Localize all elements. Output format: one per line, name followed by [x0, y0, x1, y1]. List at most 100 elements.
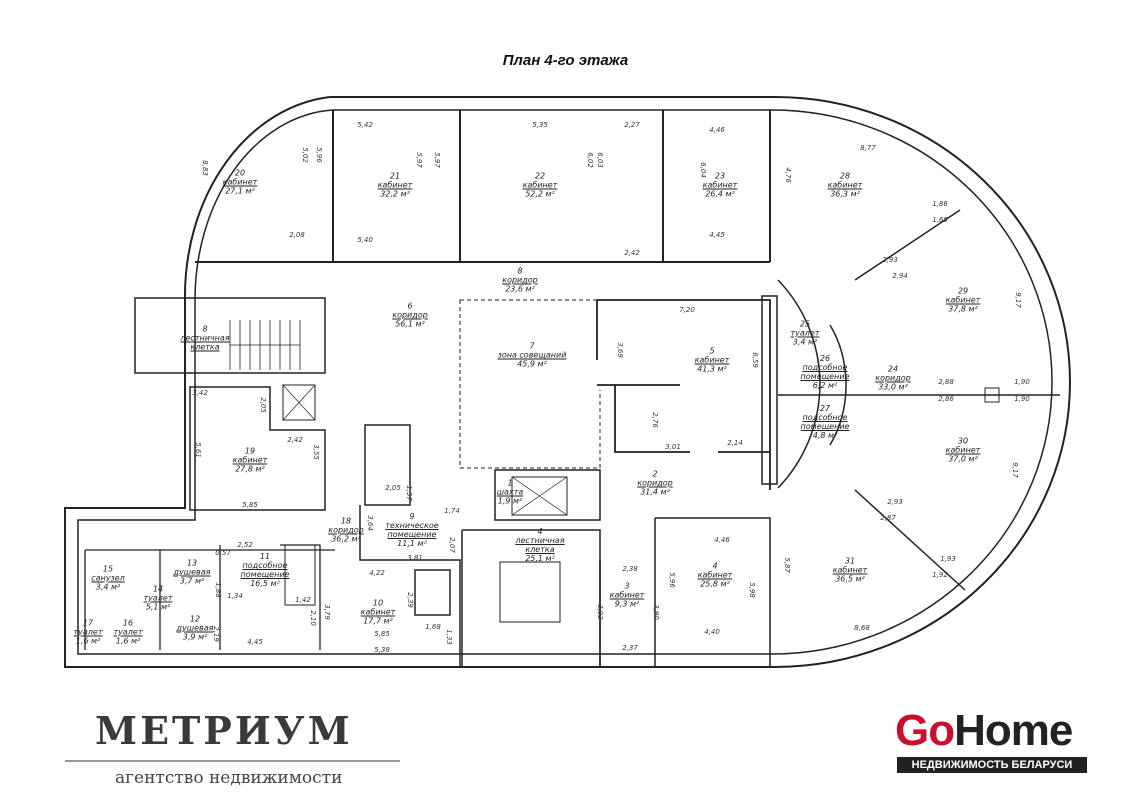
dimension-label: 5,87: [783, 557, 791, 573]
dimension-label: 1,33: [445, 629, 453, 645]
room-area: 25,8 м²: [700, 579, 730, 589]
room-num: 5: [709, 346, 715, 356]
room-num: 26: [819, 354, 831, 363]
dimension-label: 5,02: [301, 147, 309, 163]
room-area: 1,9 м²: [497, 496, 523, 506]
room-area: 27,1 м²: [225, 186, 255, 196]
room-num: 18: [340, 516, 352, 526]
room-name: кабинет: [945, 445, 981, 455]
room-area: 36,5 м²: [835, 574, 865, 584]
dimension-label: 1,93: [940, 555, 956, 563]
dimension-label: 5,85: [242, 501, 258, 509]
dimension-label: 1,86: [932, 200, 948, 208]
room-area: 26,4 м²: [705, 189, 735, 199]
room-name: кабинет: [609, 590, 645, 600]
dimension-label: 5,96: [315, 147, 323, 163]
dimension-label: 2,05: [385, 484, 401, 492]
room-num: 13: [186, 558, 198, 568]
room-num: 23: [714, 171, 726, 181]
room-name: кабинет: [945, 295, 981, 305]
room-area: 23,6 м²: [505, 284, 535, 294]
dimension-label: 2,42: [624, 249, 640, 257]
dimension-label: 7,20: [679, 306, 695, 314]
room-area: 5,1 м²: [145, 602, 171, 612]
room-num: 22: [534, 171, 546, 181]
dimension-label: 2,38: [622, 565, 638, 573]
room-num: 2: [652, 469, 658, 479]
room-area: 31,4 м²: [640, 487, 670, 497]
dimension-label: 9,17: [1014, 292, 1022, 308]
room-num: 7: [529, 341, 535, 351]
dimension-label: 3,55: [312, 444, 320, 460]
room-num: 17: [82, 618, 94, 628]
dimension-label: 2,05: [259, 397, 267, 413]
room-num: 8: [202, 324, 208, 334]
room-area: 25,1 м²: [525, 554, 555, 563]
room-name: лестничная клетка: [180, 333, 230, 352]
dimension-label: 8,68: [854, 624, 870, 632]
room-num: 20: [234, 168, 246, 178]
dimension-label: 3,79: [323, 604, 331, 620]
room-area: 3,4 м²: [792, 337, 818, 347]
dimension-label: 3,64: [366, 515, 374, 531]
dimension-label: 2,08: [289, 231, 305, 239]
room-num: 16: [122, 618, 134, 628]
room-area: 16,5 м²: [250, 579, 280, 588]
dimension-label: 8,77: [860, 144, 876, 152]
room-name: туалет: [790, 328, 820, 338]
dimension-label: 5,97: [433, 152, 441, 168]
dimension-label: 1,90: [1014, 378, 1030, 386]
dimension-label: 3,92: [596, 604, 604, 620]
dimension-label: 5,40: [357, 236, 373, 244]
dimension-label: 3,01: [665, 443, 681, 451]
dimension-label: 4,45: [247, 638, 263, 646]
room-name: подсобное помещение: [800, 363, 850, 381]
room-name: подсобное помещение: [240, 561, 290, 579]
room-name: подсобное помещение: [800, 413, 850, 431]
dimension-label: 5,38: [374, 646, 390, 654]
gohome-go: Go: [895, 706, 955, 755]
room-num: 1: [507, 478, 513, 488]
room-area: 9,3 м²: [614, 599, 640, 609]
metrium-logo: МЕТРИУМ: [95, 708, 353, 753]
room-num: 15: [102, 564, 114, 574]
room-name: кабинет: [522, 180, 558, 190]
room-name: кабинет: [702, 180, 738, 190]
room-name: лестничная клетка: [515, 536, 565, 554]
room-area: 32,2 м²: [380, 189, 410, 199]
dimension-label: 2,27: [624, 121, 640, 129]
room-name: туалет: [73, 627, 103, 637]
dimension-label: 1,34: [227, 592, 243, 600]
room-num: 12: [189, 614, 201, 624]
room-area: 17,7 м²: [363, 616, 393, 626]
room-name: кабинет: [377, 180, 413, 190]
dimension-label: 5,85: [374, 630, 390, 638]
room-num: 11: [259, 552, 271, 561]
room-num: 24: [887, 364, 899, 374]
dimension-label: 1,42: [295, 596, 311, 604]
room-area: 4,8 м²: [812, 431, 838, 440]
dimension-label: 2,14: [727, 439, 743, 447]
dimension-label: 5,97: [415, 152, 423, 168]
room-name: душевая: [173, 567, 211, 577]
dimension-label: 2,07: [448, 537, 456, 553]
dimension-label: 5,98: [748, 582, 756, 598]
gohome-logo: GoHome: [895, 706, 1073, 756]
room-area: 45,9 м²: [517, 359, 547, 369]
dimension-label: 4,40: [704, 628, 720, 636]
dimension-label: 5,61: [194, 442, 202, 458]
